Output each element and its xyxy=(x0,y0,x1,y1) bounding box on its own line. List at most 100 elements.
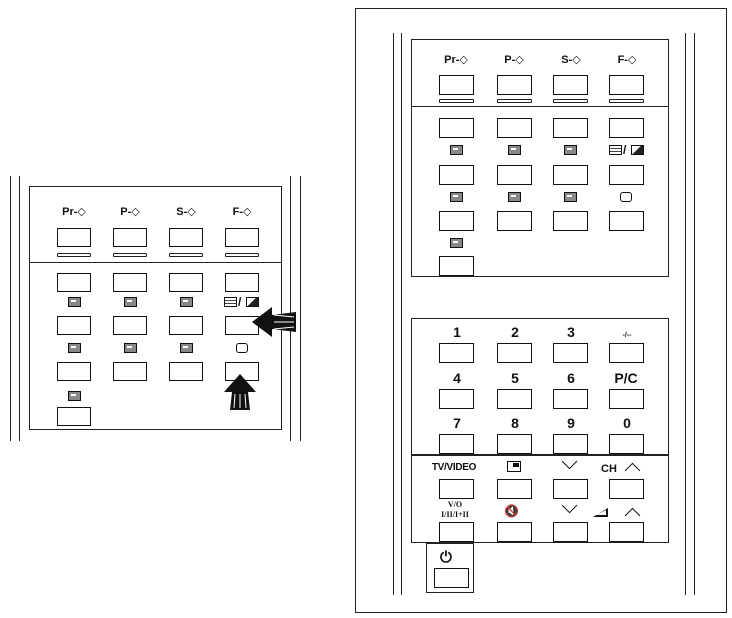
clock-button[interactable] xyxy=(57,407,91,426)
number-4-button[interactable] xyxy=(439,389,474,409)
separator xyxy=(57,253,91,257)
hold-icon xyxy=(124,297,137,307)
tv-icon xyxy=(620,192,632,202)
number-label-5: 5 xyxy=(511,370,519,386)
mute-icon: 🔇 xyxy=(504,504,519,518)
cancel-button[interactable] xyxy=(553,211,588,231)
teletext-button[interactable] xyxy=(113,273,147,292)
p-button[interactable] xyxy=(113,228,147,247)
pip-icon xyxy=(507,461,521,472)
number-label-9: 9 xyxy=(567,415,575,431)
separator xyxy=(113,253,147,257)
number-0-button[interactable] xyxy=(609,434,644,454)
volume-up-button[interactable] xyxy=(609,522,644,542)
size-icon xyxy=(68,343,81,353)
tv-button[interactable] xyxy=(609,211,644,231)
index-icon xyxy=(180,297,193,307)
number-9-button[interactable] xyxy=(553,434,588,454)
subpage-button[interactable] xyxy=(497,211,532,231)
function-label-f: F-◇ xyxy=(232,206,252,218)
cancel-icon xyxy=(564,192,577,202)
hold-button[interactable] xyxy=(497,165,532,185)
reveal-icon xyxy=(68,297,81,307)
number-8-button[interactable] xyxy=(497,434,532,454)
mode-label-top: V/O xyxy=(447,500,463,509)
pc-button[interactable] xyxy=(609,389,644,409)
clock-icon xyxy=(450,238,463,248)
function-label-p: P-◇ xyxy=(120,206,140,218)
reveal-button[interactable] xyxy=(439,165,474,185)
clock-icon xyxy=(68,391,81,401)
function-label-pr: Pr-◇ xyxy=(444,54,468,66)
teletext-button[interactable] xyxy=(225,273,259,292)
volume-down-button[interactable] xyxy=(553,522,588,542)
function-label-p: P-◇ xyxy=(504,54,524,66)
sound-mode-button[interactable] xyxy=(439,522,474,542)
channel-down-button[interactable] xyxy=(553,479,588,499)
f-button[interactable] xyxy=(609,75,644,95)
index-button[interactable] xyxy=(553,165,588,185)
digit-mode-button[interactable] xyxy=(609,343,644,363)
mix-button[interactable] xyxy=(609,165,644,185)
size-button[interactable] xyxy=(57,362,91,381)
number-2-button[interactable] xyxy=(497,343,532,363)
separator xyxy=(439,99,474,103)
number-5-button[interactable] xyxy=(497,389,532,409)
tv-video-button[interactable] xyxy=(439,479,474,499)
mute-button[interactable] xyxy=(497,522,532,542)
teletext-button[interactable] xyxy=(497,118,532,138)
number-label-4: 4 xyxy=(453,370,461,386)
hold-button[interactable] xyxy=(113,316,147,335)
cancel-button[interactable] xyxy=(169,362,203,381)
hold-icon xyxy=(508,145,521,155)
cancel-icon xyxy=(180,343,193,353)
pr-button[interactable] xyxy=(57,228,91,247)
index-button[interactable] xyxy=(169,316,203,335)
pr-button[interactable] xyxy=(439,75,474,95)
s-button[interactable] xyxy=(169,228,203,247)
pc-label: P/C xyxy=(614,370,638,386)
teletext-button[interactable] xyxy=(609,118,644,138)
arrow-left-icon xyxy=(252,307,296,337)
separator xyxy=(609,99,644,103)
mode-label-bottom: I/II/I+II xyxy=(441,510,469,519)
teletext-button[interactable] xyxy=(553,118,588,138)
size-button[interactable] xyxy=(439,211,474,231)
teletext-button[interactable] xyxy=(439,118,474,138)
pip-button[interactable] xyxy=(497,479,532,499)
clock-button[interactable] xyxy=(439,256,474,276)
p-button[interactable] xyxy=(497,75,532,95)
tv-icon xyxy=(236,343,248,353)
reveal-button[interactable] xyxy=(57,316,91,335)
function-label-f: F-◇ xyxy=(617,54,637,66)
function-label-pr: Pr-◇ xyxy=(62,206,86,218)
teletext-button[interactable] xyxy=(57,273,91,292)
subpage-button[interactable] xyxy=(113,362,147,381)
separator xyxy=(497,99,532,103)
teletext-button[interactable] xyxy=(169,273,203,292)
number-6-button[interactable] xyxy=(553,389,588,409)
separator xyxy=(553,99,588,103)
function-label-s: S-◇ xyxy=(561,54,581,66)
power-icon: ⏻ xyxy=(440,549,452,566)
subpage-icon xyxy=(508,192,521,202)
number-1-button[interactable] xyxy=(439,343,474,363)
f-button[interactable] xyxy=(225,228,259,247)
separator xyxy=(225,253,259,257)
number-label-2: 2 xyxy=(511,324,519,340)
number-7-button[interactable] xyxy=(439,434,474,454)
volume-icon xyxy=(593,508,608,517)
channel-up-button[interactable] xyxy=(609,479,644,499)
index-icon xyxy=(564,145,577,155)
number-label-1: 1 xyxy=(453,324,461,340)
reveal-icon xyxy=(450,145,463,155)
number-label-8: 8 xyxy=(511,415,519,431)
separator xyxy=(169,253,203,257)
digit-mode-label: -/-- xyxy=(622,332,632,339)
tv-video-label: TV/VIDEO xyxy=(431,462,477,473)
size-icon xyxy=(450,192,463,202)
s-button[interactable] xyxy=(553,75,588,95)
number-label-0: 0 xyxy=(623,415,631,431)
power-button[interactable] xyxy=(434,568,469,588)
number-3-button[interactable] xyxy=(553,343,588,363)
